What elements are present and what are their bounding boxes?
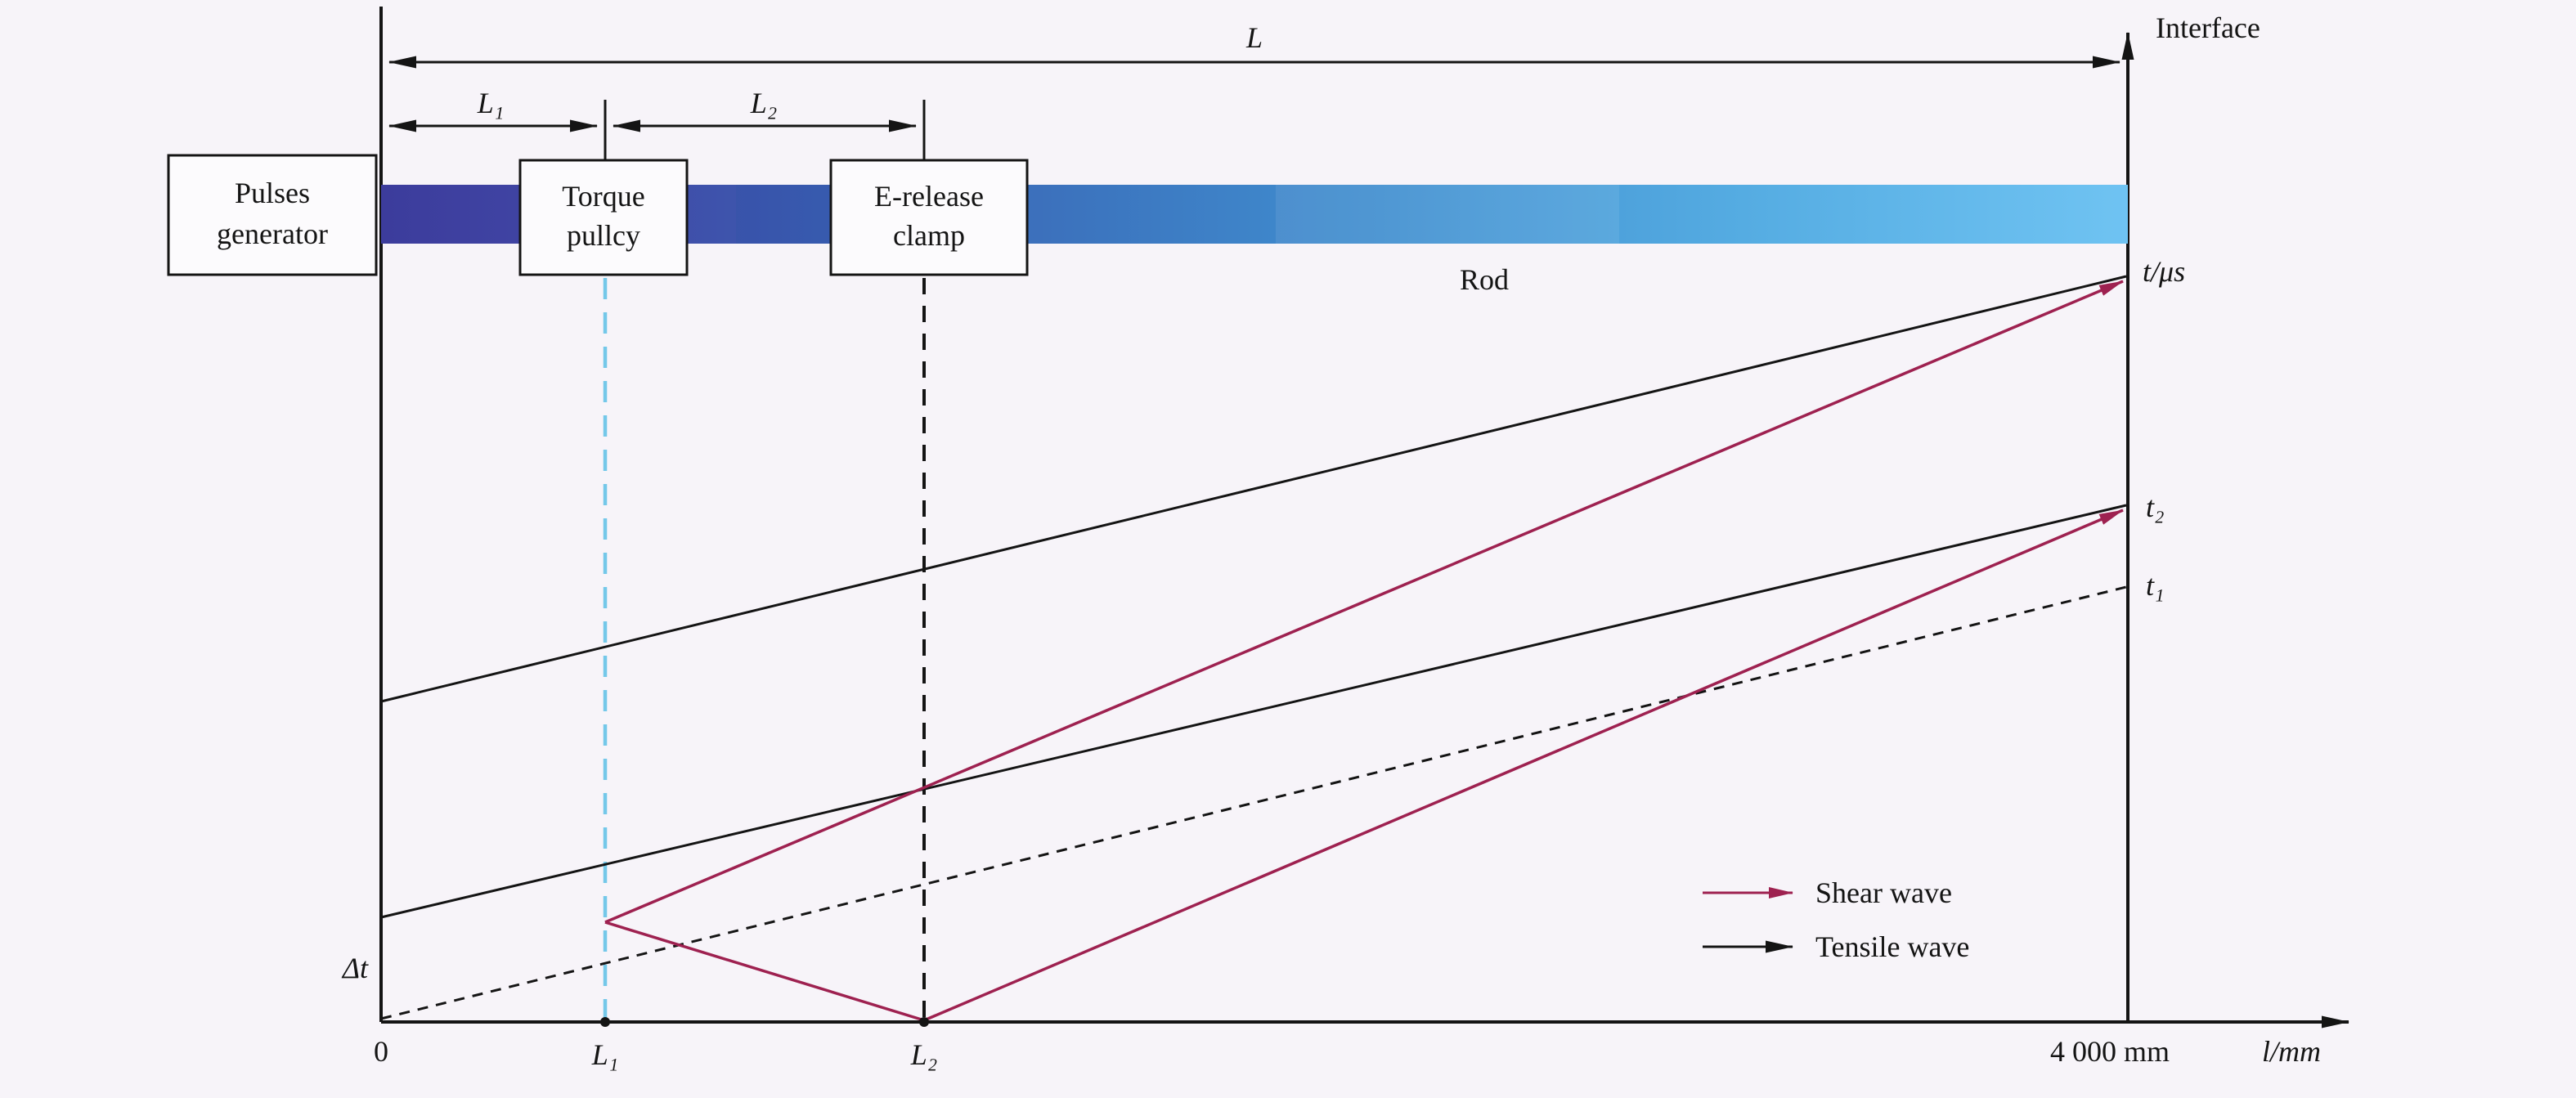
dim-label-L: L [1245,21,1263,54]
torque-pulley-box: Torque pullcy [518,159,689,276]
tensile-wave-line-lower [380,504,2127,919]
origin-tick-label: 0 [374,1035,388,1068]
legend-shear-label: Shear wave [1815,876,1952,909]
rod-length-label: 4 000 mm [2050,1035,2170,1068]
pulses-generator-label-line2: generator [217,217,328,250]
legend-tensile-label: Tensile wave [1815,930,1969,963]
time-axis-unit-label: t/μs [2143,255,2185,288]
e-release-clamp-box: E-release clamp [829,159,1029,276]
l2-tick-label: L₂ [910,1038,938,1071]
e-release-clamp-label-line2: clamp [893,219,965,252]
delta-t-label: Δt [341,952,369,984]
axis-dot-L1 [600,1017,610,1027]
shear-wave-line-to-interface-top [604,280,2124,924]
pulses-generator-box: Pulses generator [167,154,378,276]
x-axis-unit-label: l/mm [2262,1035,2321,1068]
e-release-clamp-label-line1: E-release [874,180,984,213]
dim-label-L2: L₂ [750,87,778,119]
torque-pulley-label-line2: pullcy [567,219,640,252]
rod-light-patch [1276,185,1619,244]
tensile-wave-line-upper [380,275,2127,703]
shear-wave-line-to-t2 [923,509,2124,1022]
t1-label: t₁ [2146,569,2165,602]
axis-dot-L2 [919,1017,929,1027]
torque-pulley-label-line1: Torque [562,180,644,213]
interface-label: Interface [2156,11,2260,44]
pulses-generator-rect [167,154,378,276]
dim-label-L1: L₁ [477,87,505,119]
torque-pulley-rect [518,159,689,276]
pulses-generator-label-line1: Pulses [235,177,310,209]
legend: Shear wave Tensile wave [1703,876,1969,963]
rod-label: Rod [1460,263,1509,296]
e-release-clamp-rect [829,159,1029,276]
t2-label: t₂ [2146,491,2165,523]
l1-tick-label: L₁ [591,1038,619,1071]
shear-wave-line-descending [604,921,925,1022]
